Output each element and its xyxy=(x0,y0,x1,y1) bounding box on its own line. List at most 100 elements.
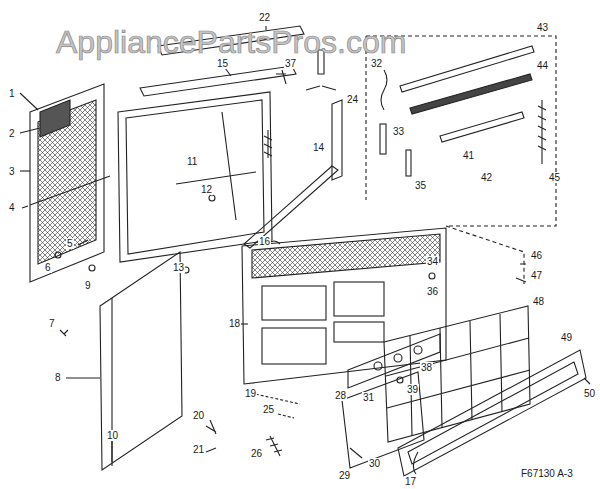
callout-number: 20 xyxy=(192,410,205,421)
callout-number: 36 xyxy=(426,286,439,297)
side-panel xyxy=(100,252,182,470)
callout-number: 14 xyxy=(312,142,325,153)
callout-number: 13 xyxy=(172,262,185,273)
callout-number: 10 xyxy=(106,430,119,441)
dashed-guide xyxy=(446,226,524,284)
leader xyxy=(111,440,112,466)
callout-number: 49 xyxy=(560,332,573,343)
callout-number: 18 xyxy=(228,318,241,329)
leader xyxy=(20,128,40,133)
grille-bars xyxy=(386,314,530,436)
cabinet-inner xyxy=(126,100,264,254)
callout-number: 16 xyxy=(258,236,271,247)
louver xyxy=(440,112,524,142)
callout-number: 39 xyxy=(406,384,419,395)
callout-number: 47 xyxy=(530,270,543,281)
callout-number: 4 xyxy=(8,202,16,213)
cross-brace xyxy=(222,112,236,220)
screw xyxy=(350,448,362,458)
callout-number: 1 xyxy=(8,88,16,99)
top-rail xyxy=(140,66,296,96)
knob xyxy=(414,346,422,354)
callout-number: 41 xyxy=(462,150,475,161)
front-frame xyxy=(242,228,446,384)
pin xyxy=(380,124,386,154)
callout-number: 38 xyxy=(420,362,433,373)
callout-number: 21 xyxy=(192,444,205,455)
callout-number: 3 xyxy=(8,166,16,177)
callout-number: 28 xyxy=(334,390,347,401)
dashed-group xyxy=(366,36,556,226)
clip xyxy=(516,264,526,282)
leader xyxy=(22,206,28,208)
vertical-rail xyxy=(332,100,342,180)
callout-number: 35 xyxy=(414,180,427,191)
side-rail xyxy=(244,166,338,248)
screw xyxy=(206,420,216,434)
rear-grille xyxy=(30,84,104,282)
frame-opening xyxy=(262,286,326,320)
callout-number: 7 xyxy=(48,318,56,329)
callout-number: 22 xyxy=(258,12,271,23)
rod xyxy=(30,176,110,205)
louver xyxy=(410,74,532,114)
callout-number: 43 xyxy=(536,22,549,33)
screw xyxy=(60,330,68,336)
callout-number: 12 xyxy=(200,184,213,195)
callout-number: 42 xyxy=(480,172,493,183)
callout-number: 45 xyxy=(548,172,561,183)
callout-number: 24 xyxy=(346,94,359,105)
callout-number: 31 xyxy=(362,392,375,403)
coil-mesh xyxy=(38,100,96,264)
callout-number: 9 xyxy=(84,280,92,291)
callout-number: 8 xyxy=(54,372,62,383)
callout-number: 29 xyxy=(338,470,351,481)
callout-number: 37 xyxy=(284,58,297,69)
leader xyxy=(20,170,30,171)
cross-brace xyxy=(176,172,256,184)
callout-number: 30 xyxy=(368,458,381,469)
callout-number: 17 xyxy=(404,476,417,487)
spring xyxy=(266,436,282,456)
screw xyxy=(89,265,95,271)
callout-number: 48 xyxy=(532,296,545,307)
callout-number: 25 xyxy=(262,404,275,415)
clip xyxy=(306,86,336,90)
control-panel xyxy=(348,334,440,388)
frame-opening xyxy=(262,328,326,364)
leader xyxy=(78,240,88,245)
callout-number: 26 xyxy=(250,448,263,459)
cabinet-shell xyxy=(118,92,272,262)
callout-number: 19 xyxy=(244,388,257,399)
leader xyxy=(278,414,294,418)
callout-number: 6 xyxy=(44,262,52,273)
watermark: AppliancePartsPros.com xyxy=(55,24,407,60)
cord xyxy=(413,452,418,474)
leader xyxy=(240,323,248,324)
bezel-inner xyxy=(408,362,578,464)
screw xyxy=(429,273,435,279)
callout-number: 11 xyxy=(186,156,198,167)
air-louver-area xyxy=(252,234,440,278)
callout-number: 46 xyxy=(530,250,543,261)
screw xyxy=(209,195,215,201)
callout-number: 34 xyxy=(426,256,439,267)
pin xyxy=(406,150,411,176)
front-grille xyxy=(384,306,530,442)
spring xyxy=(381,70,387,110)
callout-number: 50 xyxy=(583,388,596,399)
callout-number: 15 xyxy=(216,58,229,69)
drawing-code: F67130 A-3 xyxy=(520,468,574,479)
clip xyxy=(225,68,286,84)
screw xyxy=(584,378,590,384)
callout-number: 32 xyxy=(370,58,383,69)
spring xyxy=(538,100,546,164)
knob xyxy=(374,362,382,370)
spring xyxy=(264,130,272,158)
leader xyxy=(66,377,100,378)
callout-number: 5 xyxy=(66,238,74,249)
screw xyxy=(55,252,61,258)
coil-bracket xyxy=(40,100,70,137)
